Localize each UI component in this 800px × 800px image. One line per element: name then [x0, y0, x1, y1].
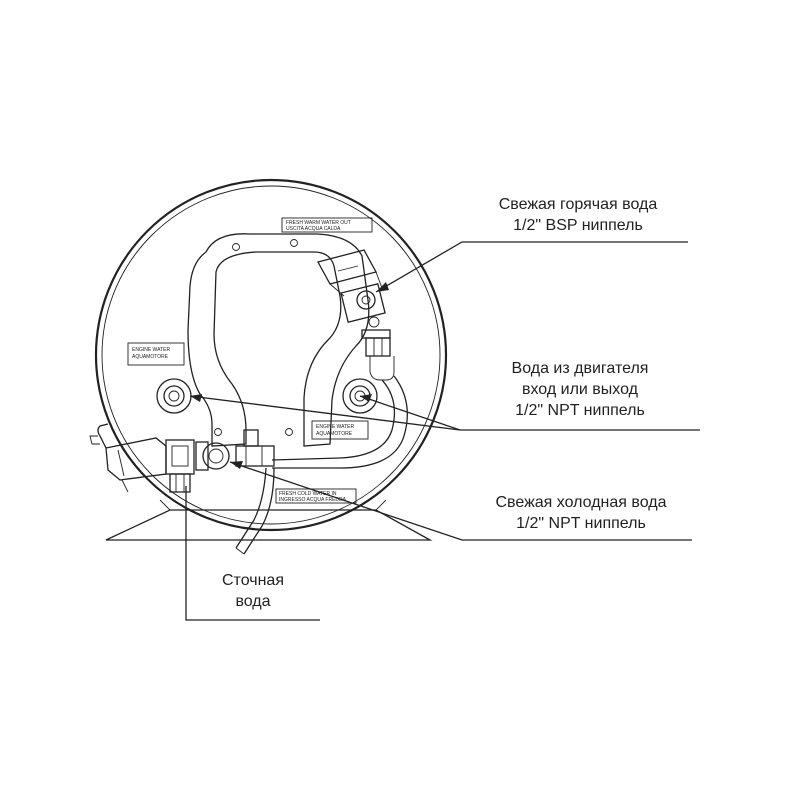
engine-left-label-line1: ENGINE WATER	[132, 347, 170, 353]
drain-callout: Сточная вода	[198, 570, 308, 612]
drain-callout-line1: Сточная	[222, 572, 284, 589]
plate-labels: FRESH WARM WATER OUT USCITA ACQUA CALDA …	[127, 217, 373, 504]
engine-water-callout: Вода из двигателя вход или выход 1/2" NP…	[470, 358, 690, 421]
drain-callout-line2: вода	[235, 593, 271, 610]
engine-water-fitting-left	[156, 378, 192, 414]
cover-plate	[187, 233, 370, 447]
cold-in-label-line1: FRESH COLD WATER IN	[279, 491, 337, 497]
engine-right-label-line1: ENGINE WATER	[316, 424, 354, 430]
hot-water-outlet-valve	[317, 249, 395, 381]
engine-left-label-line2: AQUAMOTORE	[132, 354, 169, 360]
hot-water-callout-line1: Свежая горячая вода	[498, 196, 658, 213]
hot-water-callout: Свежая горячая вода 1/2" BSP ниппель	[458, 194, 698, 236]
cold-in-label-line2: INGRESSO ACQUA FREDDA	[279, 497, 347, 503]
connecting-pipe	[271, 375, 408, 469]
engine-right-label-line2: AQUAMOTORE	[316, 431, 353, 437]
leader-lines	[185, 241, 700, 621]
drain-tap	[89, 423, 167, 493]
heater-stand	[105, 499, 433, 541]
cold-water-callout-line1: Свежая холодная вода	[495, 494, 667, 511]
cold-water-callout: Свежая холодная вода 1/2" NPT ниппель	[456, 492, 706, 534]
cold-inlet-assembly	[165, 429, 275, 493]
engine-water-callout-line1: Вода из двигателя	[511, 360, 649, 377]
engine-water-callout-line2: вход или выход	[521, 381, 638, 398]
tank-body	[94, 178, 448, 532]
hot-water-callout-line2: 1/2" BSP ниппель	[513, 217, 643, 234]
warm-out-label-line1: FRESH WARM WATER OUT	[286, 220, 351, 226]
warm-out-label-line2: USCITA ACQUA CALDA	[286, 226, 341, 232]
cold-water-callout-line2: 1/2" NPT ниппель	[516, 515, 646, 532]
engine-water-callout-line3: 1/2" NPT ниппель	[515, 402, 645, 419]
cold-hose	[235, 467, 275, 555]
